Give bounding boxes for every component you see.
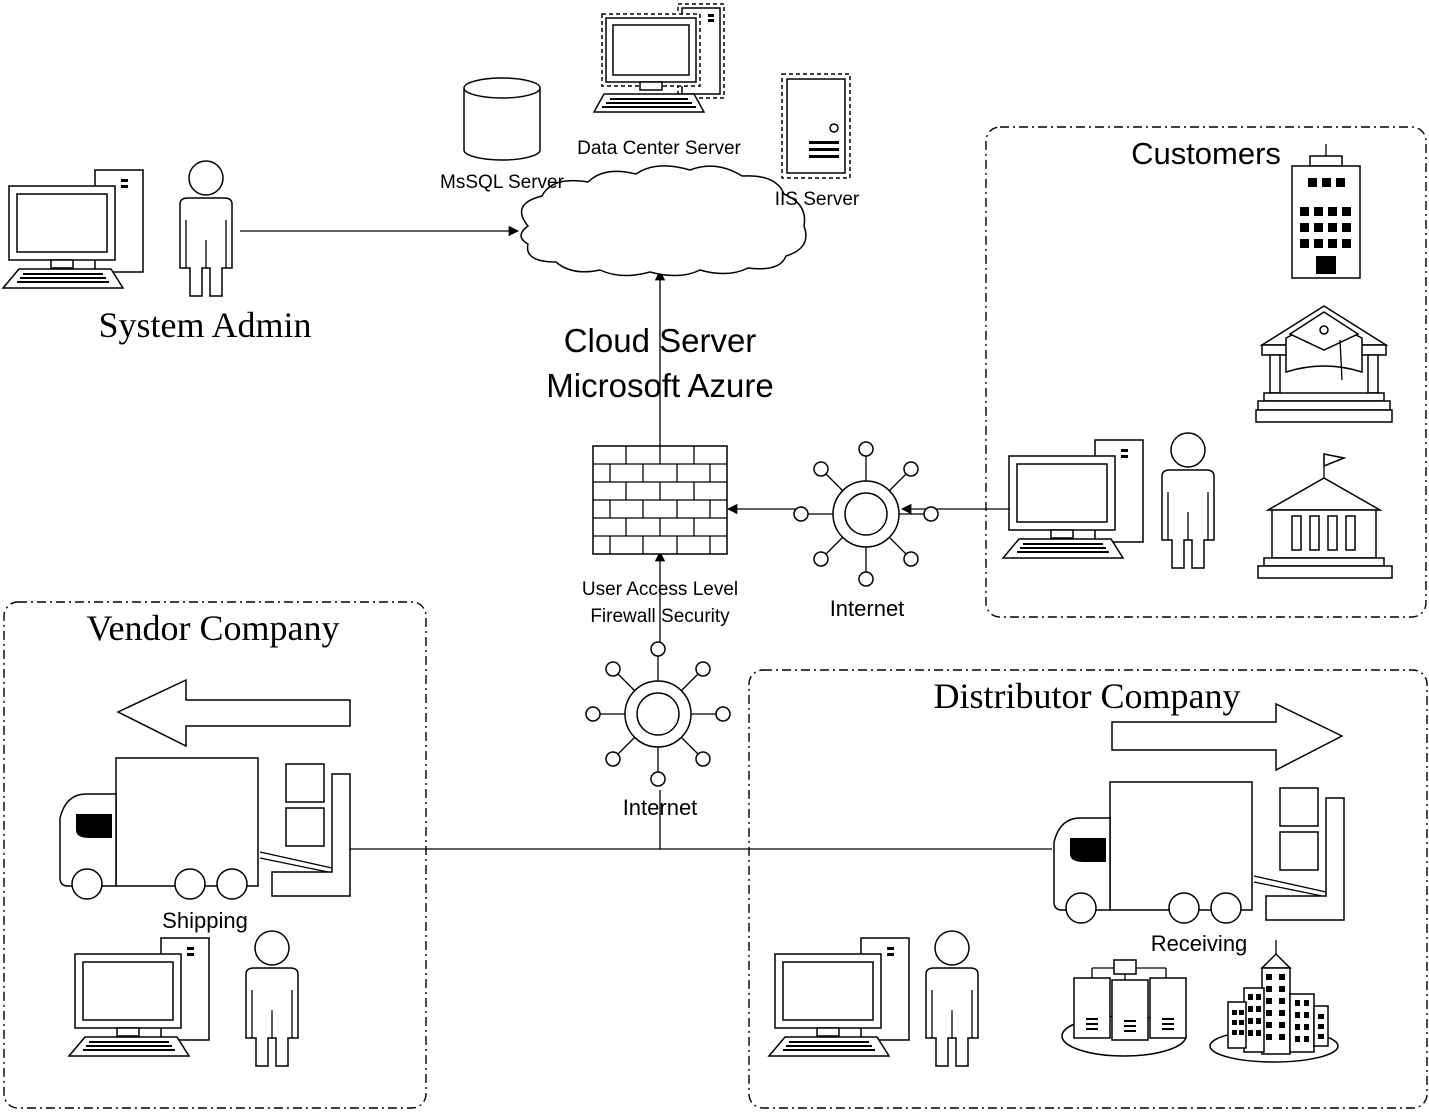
customer-person-icon <box>1161 432 1215 569</box>
university-icon <box>1255 305 1393 423</box>
right-arrow-icon <box>1111 702 1344 772</box>
data-center-server-label: Data Center Server <box>577 138 741 159</box>
mssql-server-label: MsSQL Server <box>440 172 565 193</box>
distributor-company-label: Distributor Company <box>934 676 1241 716</box>
iis-server-label: IIS Server <box>775 189 860 210</box>
distributor-truck-icon <box>1053 781 1345 924</box>
iis-server-icon <box>781 73 851 179</box>
office-building-icon <box>1291 144 1361 279</box>
firewall-label-line2: Firewall Security <box>590 606 730 627</box>
customers-label: Customers <box>1131 136 1281 171</box>
shipping-label: Shipping <box>162 908 248 933</box>
vendor-person-icon <box>245 930 299 1067</box>
government-building-icon <box>1257 453 1393 579</box>
customer-computer-icon <box>1002 439 1144 559</box>
firewall-label-line1: User Access Level <box>582 579 738 600</box>
distributor-group-box <box>748 669 1428 1109</box>
vendor-truck-icon <box>59 757 351 900</box>
microsoft-azure-label: Microsoft Azure <box>546 367 773 404</box>
vendor-computer-icon <box>68 937 210 1057</box>
internet-hub-center-icon <box>585 641 731 787</box>
left-arrow-icon <box>116 678 351 748</box>
cloud-server-label: Cloud Server <box>564 322 757 359</box>
system-admin-label: System Admin <box>98 305 311 345</box>
admin-person-icon <box>179 160 233 297</box>
internet-right-label: Internet <box>830 596 905 621</box>
data-center-server-icon <box>592 3 725 113</box>
distributor-computer-icon <box>768 937 910 1057</box>
server-cluster-icon <box>1061 959 1187 1057</box>
database-icon <box>463 77 541 161</box>
distributor-person-icon <box>925 930 979 1067</box>
vendor-company-label: Vendor Company <box>87 608 340 648</box>
system-admin-node: System Admin <box>2 160 312 345</box>
city-buildings-icon <box>1209 940 1339 1063</box>
vendor-group-box <box>3 601 427 1109</box>
cloud-node: MsSQL Server Data Center Server IIS Serv… <box>440 3 860 277</box>
receiving-label: Receiving <box>1151 931 1248 956</box>
admin-computer-icon <box>2 169 144 289</box>
customers-group-box <box>985 126 1427 618</box>
firewall-icon <box>592 445 728 555</box>
internet-hub-right-icon <box>793 441 939 587</box>
internet-center-label: Internet <box>623 795 698 820</box>
cloud-icon <box>520 165 807 277</box>
